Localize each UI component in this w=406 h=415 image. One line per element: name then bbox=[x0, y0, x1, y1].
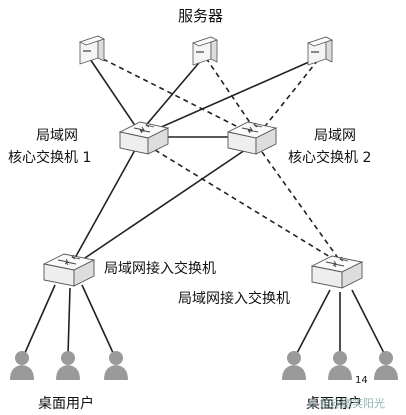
switch-icon bbox=[310, 255, 364, 289]
link-core1-accessleft bbox=[74, 149, 136, 259]
access-switch-left-label: 局域网接入交换机 bbox=[104, 261, 216, 277]
server-icon bbox=[191, 36, 219, 66]
dlink-server3-core2 bbox=[261, 59, 319, 131]
core-switch-2-label-line2: 核心交换机 2 bbox=[288, 150, 372, 166]
access-switch-right-label: 局域网接入交换机 bbox=[178, 291, 290, 307]
servers-title: 服务器 bbox=[178, 7, 224, 25]
link-core2-accessleft bbox=[81, 149, 246, 261]
user-icon bbox=[104, 351, 128, 380]
page-number: 14 bbox=[355, 375, 368, 386]
link-server3-core1 bbox=[149, 57, 319, 133]
switches bbox=[42, 121, 364, 289]
switch-icon bbox=[42, 253, 96, 287]
server-icon bbox=[78, 35, 106, 65]
watermark: 头条@微笑阳光 bbox=[308, 397, 385, 410]
core-switch-1-label-line2: 核心交换机 1 bbox=[8, 150, 92, 166]
switch-icon bbox=[118, 121, 170, 155]
link-accessleft-user1 bbox=[23, 284, 56, 356]
dlink-server1-core2 bbox=[94, 54, 249, 133]
link-accessright-user1 bbox=[295, 289, 331, 356]
links bbox=[23, 54, 386, 356]
dlink-server2-core2 bbox=[205, 57, 256, 131]
link-accessleft-user2 bbox=[67, 287, 71, 356]
users bbox=[10, 351, 398, 380]
user-icon bbox=[374, 351, 398, 380]
user-icon bbox=[328, 351, 352, 380]
user-icon bbox=[10, 351, 34, 380]
link-server1-core1 bbox=[87, 55, 139, 131]
core-switch-2-label-line1: 局域网 bbox=[314, 128, 356, 144]
dlink-core2-accessright bbox=[261, 151, 339, 259]
link-accessleft-user3 bbox=[81, 284, 115, 356]
core-switch-1-label-line1: 局域网 bbox=[36, 128, 78, 144]
user-icon bbox=[56, 351, 80, 380]
servers bbox=[78, 35, 334, 66]
link-accessright-user3 bbox=[351, 289, 386, 356]
users-right-label: 桌面用户 bbox=[306, 396, 362, 412]
switch-icon bbox=[226, 121, 278, 155]
link-server2-core1 bbox=[141, 57, 204, 131]
dlink-core1-accessright bbox=[154, 149, 336, 261]
users-left-label: 桌面用户 bbox=[38, 396, 94, 412]
server-icon bbox=[306, 36, 334, 66]
user-icon bbox=[282, 351, 306, 380]
